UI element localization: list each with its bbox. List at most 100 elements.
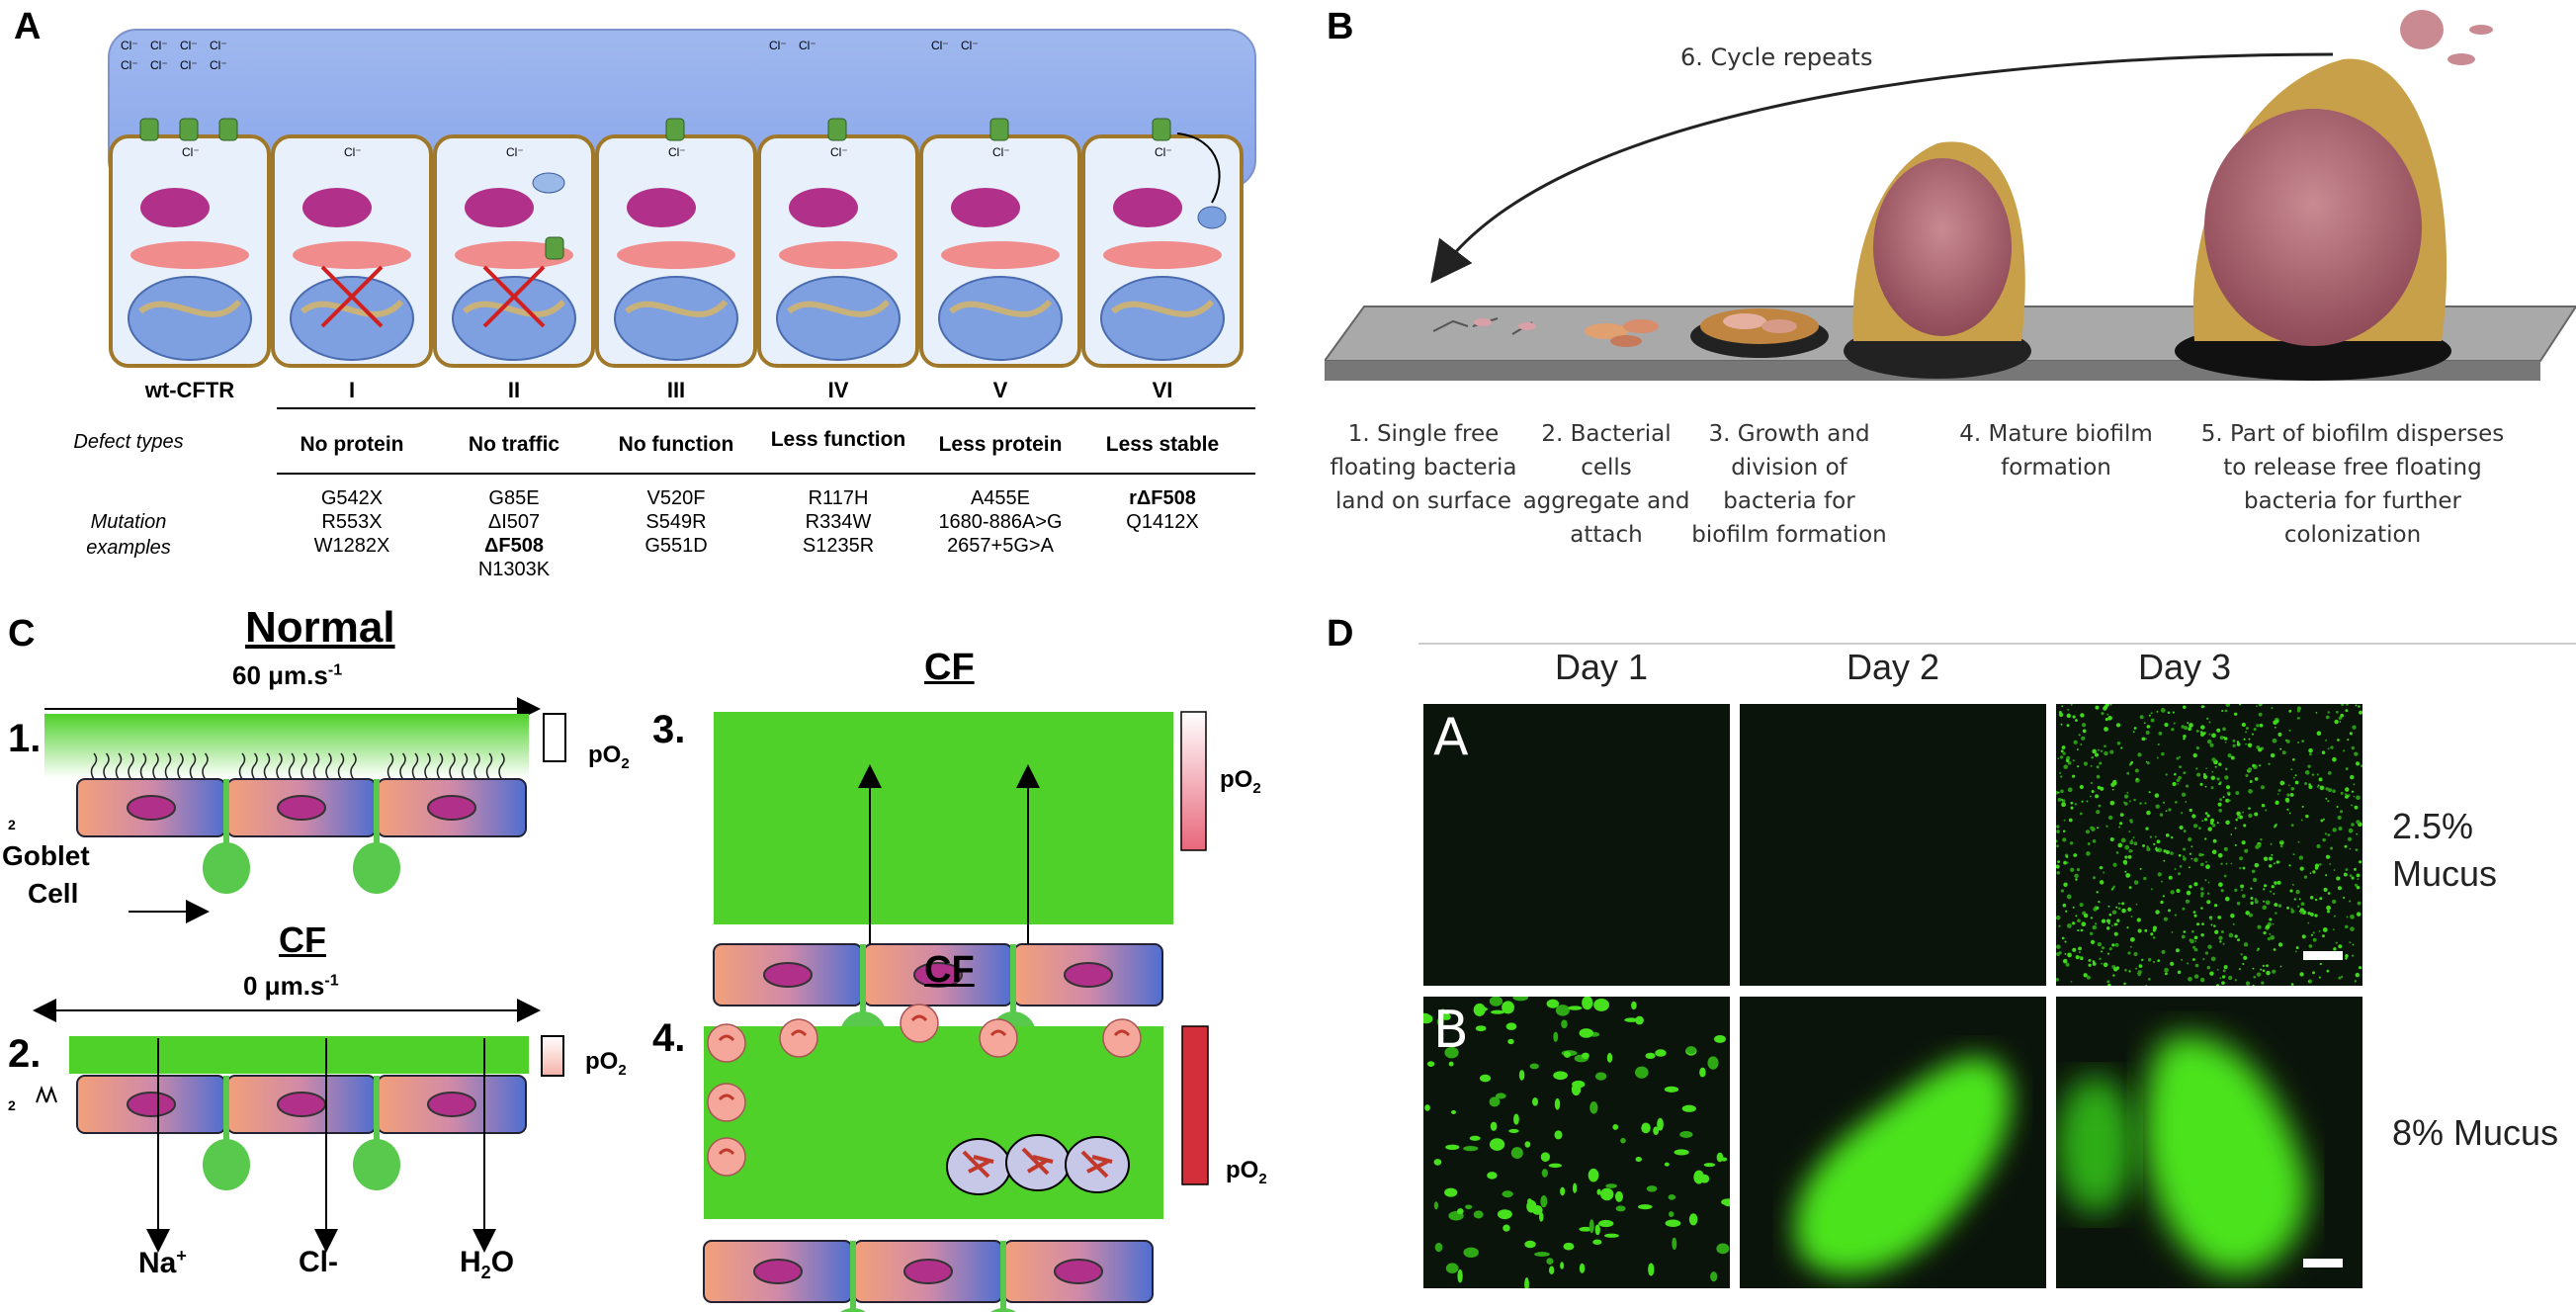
row-letter-b: B [1433,1001,1469,1060]
diagram-number-4: 4. [652,1016,686,1060]
micrograph-a-day1: A [1423,704,1730,986]
column-header-5: V [992,378,1008,402]
micrograph-a-day2 [1740,704,2046,986]
cycle-repeats-label: 6. Cycle repeats [1680,44,1873,71]
mucus-layer-normal [44,714,529,778]
micrograph-b-day1: B [1423,997,1730,1288]
micrograph-a-day3 [2056,704,2362,986]
step-3-label: 3. Growth and division of bacteria for b… [1691,421,1887,548]
mutation-item: A455E [970,487,1031,509]
speed-cf: 0 μm.s-1 [243,971,339,1001]
cell-column-6: Cl⁻ [1081,118,1244,368]
panel-d-microscopy: Day 1 Day 2 Day 3 A 2.5%Mucus B 8% Mucus [1418,643,2576,1312]
mutation-item: 1680-886A>G [938,511,1063,533]
scale-bar-b [2303,1259,2343,1268]
ion-label: Cl⁻ [992,145,1010,159]
mutation-item: W1282X [313,535,390,557]
micrograph-b-day3 [2056,997,2362,1288]
goblet-label: Goblet [2,840,90,871]
stage-3-growth [1690,308,1829,358]
po2-label-1: pO2 [588,742,630,772]
ion-label: Cl⁻ [769,39,787,52]
tiny-label-2a: 2 [8,817,16,832]
day-3-label: Day 3 [2137,647,2232,687]
defect-type-6: Less stable [1105,433,1220,456]
blob-texture [1423,997,1730,1288]
day-1-label: Day 1 [1554,647,1649,687]
row-letter-a: A [1433,708,1469,767]
defect-type-4: Less function [770,428,906,451]
ion-label: Cl⁻ [210,58,227,72]
stage-4-mature-biofilm [1844,141,2031,379]
row-label-defect-types: Defect types [73,431,184,453]
stage-5-dispersal [2175,10,2493,381]
cell-column-0: Cl⁻Cl⁻Cl⁻Cl⁻Cl⁻Cl⁻Cl⁻Cl⁻Cl⁻ [109,39,271,368]
po2-bar-3 [1180,711,1207,851]
row-label-mutation-examples: Mutation examples [86,511,171,559]
mutation-item: 2657+5G>A [947,535,1054,557]
panel-a-cftr-defects: Cl⁻ Cl⁻ Cl⁻ Cl⁻ Cl⁻ Cl⁻ Cl⁻ Cl⁻ Cl⁻ Cl⁻ Cl⁻ Cl⁻ Cl⁻ C… [0,0,1285,593]
mutation-item: G542X [320,487,384,509]
na-label: Na+ [138,1246,187,1279]
step-4-label: 4. Mature biofilm formation [1959,421,2153,481]
ion-label: Cl⁻ [121,58,138,72]
table-divider-mid [277,473,1255,475]
title-cf-4: CF [924,949,975,991]
ion-label: Cl⁻ [1155,145,1172,159]
title-cf-3: CF [924,647,975,688]
epithelium-4 [703,1240,1154,1312]
mucus-layer-3 [714,712,1173,924]
diagram-number-3: 3. [652,708,686,751]
step-2-label: 2. Bacterial cells aggregate and attach [1522,421,1690,548]
po2-bar-2 [541,1035,564,1077]
mutation-item: S549R [645,511,707,533]
ion-label: Cl⁻ [506,145,524,159]
cell-label: Cell [28,878,79,909]
mutation-item: Q1412X [1126,511,1199,533]
cftr-cell-diagram: Cl⁻ Cl⁻ Cl⁻ Cl⁻ Cl⁻ Cl⁻ Cl⁻ Cl⁻ Cl⁻ Cl⁻ Cl⁻ Cl⁻ Cl⁻ C… [108,29,1256,368]
table-divider-top [277,407,1255,409]
ion-label: Cl⁻ [799,39,816,52]
anaerobic-bacteria-clusters [946,1134,1130,1195]
small-up-arrows [36,1086,57,1103]
po2-bar-1 [543,713,566,762]
cell-column-3: Cl⁻ [595,118,757,368]
micrograph-b-day2 [1740,997,2046,1288]
po2-bar-4 [1181,1025,1209,1185]
column-header-0: wt-CFTR [144,378,235,402]
cilia-normal [90,752,505,780]
biofilm-diagram [1325,10,2576,381]
column-header-1: I [348,378,356,402]
bacteria-4 [707,1004,1142,1177]
ion-label: Cl⁻ [830,145,848,159]
mutation-item: N1303K [477,559,551,580]
speed-normal: 60 μm.s-1 [232,660,343,690]
ion-label: Cl⁻ [121,39,138,52]
cell-column-1: Cl⁻ [271,134,433,368]
po2-label-4: pO2 [1226,1157,1267,1187]
concentration-label-b: 8% Mucus [2392,1112,2559,1153]
defect-type-1: No protein [300,433,404,456]
ion-label: Cl⁻ [180,58,198,72]
step-1-label: 1. Single free floating bacteria land on… [1330,421,1517,514]
ion-label: Cl⁻ [150,39,168,52]
step-5-label: 5. Part of biofilm disperses to release … [2200,421,2505,548]
aggregate-day2 [1794,1057,2012,1275]
mucus-layer-cf-thin [69,1036,529,1074]
cell-column-5: Cl⁻Cl⁻Cl⁻ [919,39,1081,368]
mutation-item: ΔF508 [484,535,544,557]
ion-label: Cl⁻ [668,145,686,159]
diagram-number-1: 1. [8,717,42,760]
defect-type-3: No function [618,433,734,456]
scale-bar-a [2303,951,2343,960]
panel-c-mucus-clearance: Normal 60 μm.s-1 1. pO2 2 Goblet Cell CF… [0,603,1305,1312]
mutation-item: G551D [644,535,708,557]
cell-column-2: Cl⁻ [433,134,595,368]
column-header-4: IV [827,378,849,402]
epithelium-cf [76,1075,527,1190]
panel-label-c: C [8,613,36,655]
aggregate-day3 [2056,1035,2308,1275]
ion-label: Cl⁻ [931,39,949,52]
